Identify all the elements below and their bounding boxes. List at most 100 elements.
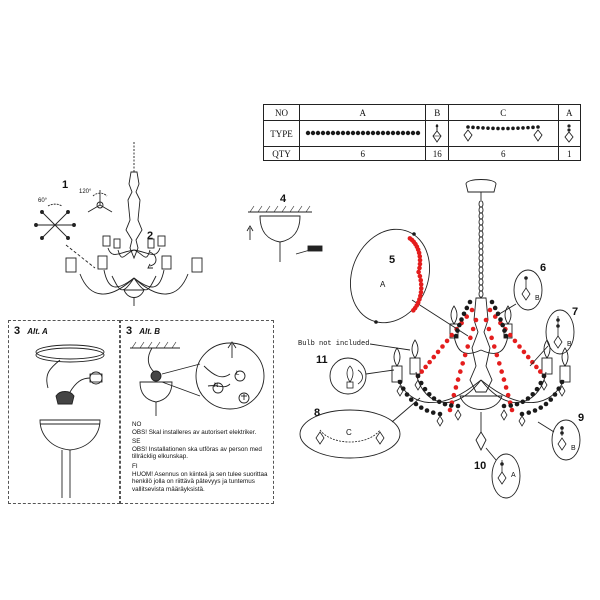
bead [525, 396, 531, 401]
bead [320, 130, 325, 135]
bead [395, 130, 400, 135]
callout-5-letter: A [380, 280, 386, 289]
warning-se-text: OBS! Installationen ska utföras av perso… [132, 445, 262, 453]
bead [526, 410, 532, 415]
col-no: B [425, 104, 449, 121]
callout-10-circle [491, 453, 521, 499]
bead [374, 320, 378, 324]
callout-8-letter: C [346, 428, 352, 437]
chain-link [478, 212, 484, 220]
step-1-number: 1 [62, 179, 69, 191]
col-no: A [299, 104, 427, 121]
warning-no-label: NO [132, 421, 142, 428]
step-10-number: 10 [474, 460, 487, 472]
bead [424, 408, 430, 413]
bead [486, 326, 492, 332]
crystal-drop [414, 379, 422, 391]
warning-se-text: tillräcklig elkunskap. [132, 453, 188, 461]
alt-b-label: Alt. B [139, 327, 161, 336]
bead [325, 130, 330, 135]
chain-link [478, 242, 484, 250]
type-bead-chain [299, 120, 427, 147]
bead [416, 250, 422, 256]
bead [501, 377, 507, 382]
bead [418, 286, 424, 291]
bead [418, 278, 424, 283]
bead [385, 130, 390, 135]
type-swag [447, 120, 559, 147]
step-6-number: 6 [540, 262, 547, 274]
step-2-number: 2 [147, 230, 154, 242]
bead [536, 124, 541, 129]
bead [503, 385, 509, 390]
crystal-drop [518, 415, 526, 427]
header-qty: QTY [262, 146, 301, 161]
bead [552, 392, 558, 397]
bead [491, 126, 496, 130]
bead [418, 289, 424, 295]
bead [410, 130, 415, 135]
bead [530, 391, 536, 397]
bead [415, 130, 420, 135]
chain-link [478, 236, 484, 244]
pendant-icon [557, 426, 567, 451]
bead [548, 397, 554, 402]
bead [503, 333, 509, 339]
bead [418, 293, 423, 299]
swag-callout-icon [315, 429, 385, 445]
bead [435, 349, 441, 355]
bead [487, 307, 493, 313]
step-7-number: 7 [572, 306, 579, 318]
crystal-drop [500, 409, 508, 421]
bead [457, 322, 462, 328]
bead [405, 130, 410, 135]
warning-se-label: SE [132, 438, 141, 446]
pendant-drops [396, 379, 566, 427]
bead [417, 273, 423, 279]
angle-120-label: 120° [79, 189, 92, 195]
bead [489, 335, 494, 341]
crystal-drop [436, 415, 444, 427]
step-8-number: 8 [314, 407, 321, 419]
bead [411, 308, 416, 313]
bead [400, 130, 405, 135]
bead [365, 130, 370, 135]
bead [559, 379, 565, 385]
callout-6-letter: B [535, 295, 540, 302]
bead [494, 352, 500, 358]
chain-link [478, 248, 484, 256]
bead [458, 369, 463, 374]
bead [534, 364, 539, 370]
alt-a-heading: 3 Alt. A [14, 325, 48, 337]
bulb-not-included-note: Bulb not included [298, 340, 370, 348]
bead [380, 130, 385, 135]
warning-no-text: OBS! Skal installeres av autorisert elek… [132, 428, 257, 436]
ceiling-mount-drawing [246, 205, 323, 262]
bead [507, 332, 513, 338]
three-arm-icon [87, 190, 113, 213]
angle-60-label: 60° [38, 198, 48, 204]
chain-link [478, 260, 484, 268]
pendant-icon [521, 276, 531, 301]
bead [426, 391, 432, 397]
callout-5-beads [374, 232, 424, 324]
crystal-drop [454, 409, 462, 421]
bead [492, 305, 498, 311]
bead [404, 392, 410, 397]
bead [335, 130, 340, 135]
bead [431, 396, 437, 401]
decorated-chandelier-drawing [299, 179, 581, 499]
callout-10-letter: A [511, 472, 516, 479]
bead [350, 130, 355, 135]
bead [451, 392, 457, 398]
chain-link [478, 278, 484, 286]
qty-cell: 1 [557, 146, 582, 161]
hanging-chain [478, 200, 484, 298]
bead [442, 401, 448, 407]
bead [415, 373, 421, 379]
qty-cell: 6 [447, 146, 559, 161]
step-9-number: 9 [578, 412, 585, 424]
bead [418, 282, 424, 287]
callout-7-letter: B [567, 341, 572, 348]
chain-link [478, 218, 484, 226]
